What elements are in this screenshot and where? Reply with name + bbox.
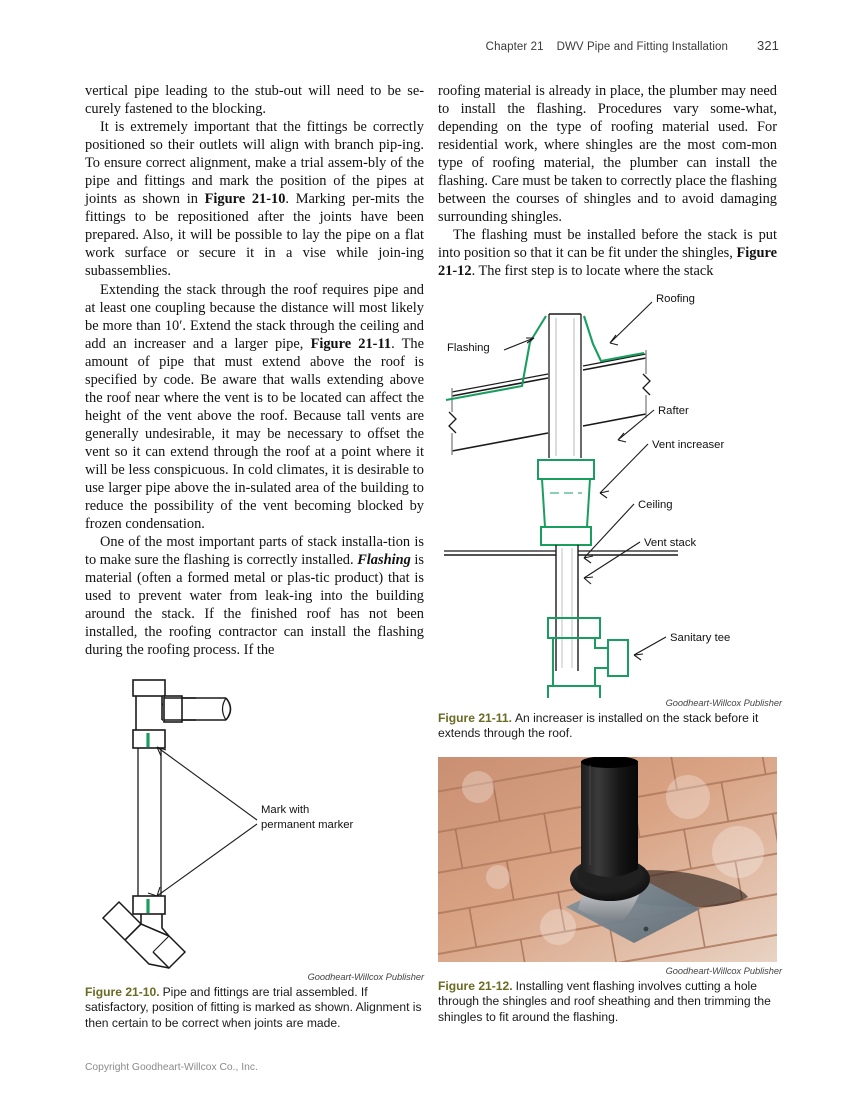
running-head-title: DWV Pipe and Fitting Installation xyxy=(556,41,728,53)
label-roofing: Roofing xyxy=(656,293,695,305)
figure-21-11-drawing: Roofing Flashing Rafter Vent increaser C… xyxy=(444,293,730,698)
label-ceiling: Ceiling xyxy=(638,499,673,511)
figure-21-12-number: Figure 21-12. xyxy=(438,979,513,993)
figure-21-12: Goodheart-Willcox Publisher Figure 21-12… xyxy=(438,757,782,1025)
label-sanitary-tee: Sanitary tee xyxy=(670,632,730,644)
label-vent-increaser: Vent increaser xyxy=(652,439,724,451)
figure-21-10-caption: Figure 21-10.Pipe and fittings are trial… xyxy=(85,985,424,1031)
figure-21-12-caption: Figure 21-12.Installing vent flashing in… xyxy=(438,979,782,1025)
paragraph: It is extremely important that the fitti… xyxy=(85,119,424,280)
paragraph: The flashing must be installed before th… xyxy=(438,227,777,280)
figure-21-11-caption: Figure 21-11.An increaser is installed o… xyxy=(438,711,782,742)
figure-21-11-credit: Goodheart-Willcox Publisher xyxy=(665,698,782,708)
figure-21-11: Roofing Flashing Rafter Vent increaser C… xyxy=(438,288,782,742)
figure-21-11-caption-text: An increaser is installed on the stack b… xyxy=(438,711,759,741)
paragraph: One of the most important parts of stack… xyxy=(85,534,424,659)
paragraph: roofing material is already in place, th… xyxy=(438,83,777,226)
figure-21-10-caption-text: Pipe and fittings are trial assembled. I… xyxy=(85,985,422,1030)
figure-21-12-caption-text: Installing vent flashing involves cuttin… xyxy=(438,979,771,1024)
figure-21-10-credit: Goodheart-Willcox Publisher xyxy=(307,972,424,982)
label-vent-stack: Vent stack xyxy=(644,537,696,549)
running-head-chapter: Chapter 21 xyxy=(485,41,544,53)
left-column: vertical pipe leading to the stub-out wi… xyxy=(85,82,424,660)
figure-21-10-number: Figure 21-10. xyxy=(85,985,160,999)
figure-21-10: Mark with permanent marker Goodheart-Wil… xyxy=(85,672,424,1031)
right-column: roofing material is already in place, th… xyxy=(438,82,777,281)
label-mark-with: Mark with xyxy=(261,804,309,816)
figure-21-12-credit: Goodheart-Willcox Publisher xyxy=(665,966,782,976)
copyright-footer: Copyright Goodheart-Willcox Co., Inc. xyxy=(85,1062,258,1073)
figure-21-12-photo xyxy=(438,757,777,962)
figure-21-11-number: Figure 21-11. xyxy=(438,711,512,725)
running-head: Chapter 21 DWV Pipe and Fitting Installa… xyxy=(486,38,779,53)
paragraph: vertical pipe leading to the stub-out wi… xyxy=(85,83,424,118)
label-rafter: Rafter xyxy=(658,405,689,417)
label-permanent-marker: permanent marker xyxy=(261,819,354,831)
figure-21-10-drawing: Mark with permanent marker xyxy=(101,679,354,970)
label-flashing: Flashing xyxy=(447,342,490,354)
paragraph: Extending the stack through the roof req… xyxy=(85,281,424,533)
page-number: 321 xyxy=(757,38,779,53)
